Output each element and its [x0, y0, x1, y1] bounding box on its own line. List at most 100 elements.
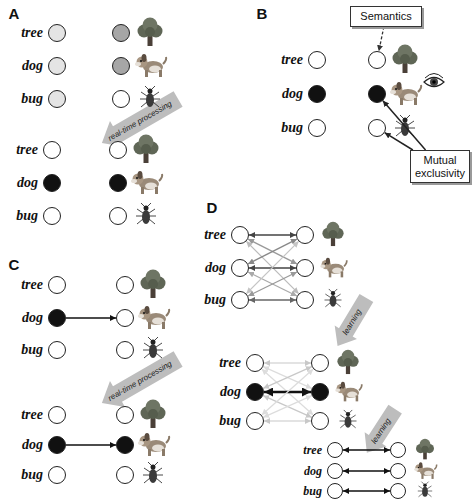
tree-picture — [322, 222, 343, 246]
word-label: bug — [21, 342, 43, 358]
connector-arrow — [66, 317, 116, 319]
word-label: tree — [281, 52, 303, 68]
word-node: tree — [231, 226, 249, 244]
object-node — [112, 24, 130, 42]
word-label: tree — [21, 407, 43, 423]
dog-picture — [131, 171, 162, 194]
connector-arrow — [343, 470, 390, 472]
word-node: bug — [231, 291, 249, 309]
tree-picture — [393, 45, 418, 74]
word-label: bug — [16, 208, 38, 224]
object-node — [112, 90, 130, 108]
callout-text: Semantics — [353, 10, 419, 23]
word-node: dog — [48, 57, 66, 75]
object-node — [368, 51, 386, 69]
connector-arrow — [249, 234, 296, 235]
connector-arrow — [383, 101, 426, 150]
object-node — [296, 259, 314, 277]
word-label: dog — [22, 58, 43, 74]
object-node — [311, 354, 329, 372]
word-node: dog — [43, 174, 61, 192]
object-node — [116, 406, 134, 424]
word-label: tree — [21, 277, 43, 293]
word-node: bug — [327, 483, 343, 499]
word-label: tree — [21, 25, 43, 41]
tree-picture — [141, 400, 166, 429]
tree-picture — [337, 350, 358, 374]
connector-arrow — [385, 133, 413, 150]
word-node: dog — [231, 259, 249, 277]
object-node — [116, 466, 134, 484]
tree-picture — [416, 439, 434, 460]
dog-picture — [138, 306, 169, 329]
object-node — [296, 291, 314, 309]
panel-letter: B — [257, 5, 268, 22]
connector-arrow — [246, 241, 298, 293]
connector-arrow — [263, 396, 312, 418]
connector-arrow — [248, 272, 297, 296]
word-label: bug — [281, 120, 303, 136]
connector-arrow — [262, 369, 314, 415]
word-node: dog — [48, 309, 66, 327]
connector-arrow — [264, 420, 311, 421]
connector-arrow — [264, 391, 311, 394]
word-label: dog — [205, 260, 226, 276]
word-label: tree — [16, 142, 38, 158]
panel-letter: D — [207, 199, 218, 216]
bug-picture — [395, 115, 415, 136]
object-node — [116, 309, 134, 327]
word-node: dog — [308, 85, 326, 103]
connector-arrow — [263, 367, 312, 389]
object-node — [390, 463, 406, 479]
callout-box: Mutual exclusivity — [410, 150, 470, 183]
tree-picture — [134, 135, 159, 164]
object-node — [116, 436, 134, 454]
object-node — [368, 85, 386, 103]
word-label: dog — [282, 86, 303, 102]
connector-arrow — [66, 444, 116, 446]
callout-text: Mutual exclusivity — [413, 154, 467, 179]
object-node — [116, 341, 134, 359]
callout-box: Semantics — [350, 6, 422, 27]
word-label: dog — [304, 464, 322, 479]
bug-picture — [143, 337, 163, 358]
word-label: bug — [303, 484, 322, 499]
bug-picture — [418, 482, 432, 497]
word-node: tree — [48, 276, 66, 294]
tree-picture — [138, 18, 163, 47]
word-node: bug — [246, 412, 264, 430]
word-label: bug — [219, 413, 241, 429]
bug-picture — [143, 462, 163, 483]
word-label: bug — [204, 292, 226, 308]
connector-arrow — [249, 267, 296, 268]
dog-picture — [390, 82, 421, 105]
panel-letter: A — [9, 5, 20, 22]
word-label: tree — [303, 443, 322, 458]
word-node: bug — [48, 466, 66, 484]
word-label: dog — [17, 175, 38, 191]
connector-arrow — [262, 369, 314, 415]
bug-picture — [140, 86, 160, 107]
object-node — [109, 207, 127, 225]
word-node: dog — [48, 436, 66, 454]
word-node: dog — [246, 383, 264, 401]
word-node: tree — [43, 141, 61, 159]
object-node — [311, 412, 329, 430]
dog-picture — [414, 462, 436, 479]
connector-arrow — [343, 490, 390, 492]
word-node: bug — [308, 119, 326, 137]
connector-arrow — [248, 239, 297, 264]
connector-arrow — [263, 367, 312, 389]
connector-arrow — [343, 449, 390, 451]
connector-arrow — [248, 272, 297, 296]
panel-letter: C — [9, 256, 20, 273]
arrow-label: real-time processing — [107, 359, 174, 403]
word-node: bug — [48, 90, 66, 108]
connector-arrow — [379, 27, 384, 52]
connector-arrow — [248, 239, 297, 264]
object-node — [296, 226, 314, 244]
connector-arrow — [264, 362, 311, 363]
dog-picture — [138, 433, 169, 456]
eye-symbol — [424, 74, 444, 87]
word-label: dog — [22, 310, 43, 326]
